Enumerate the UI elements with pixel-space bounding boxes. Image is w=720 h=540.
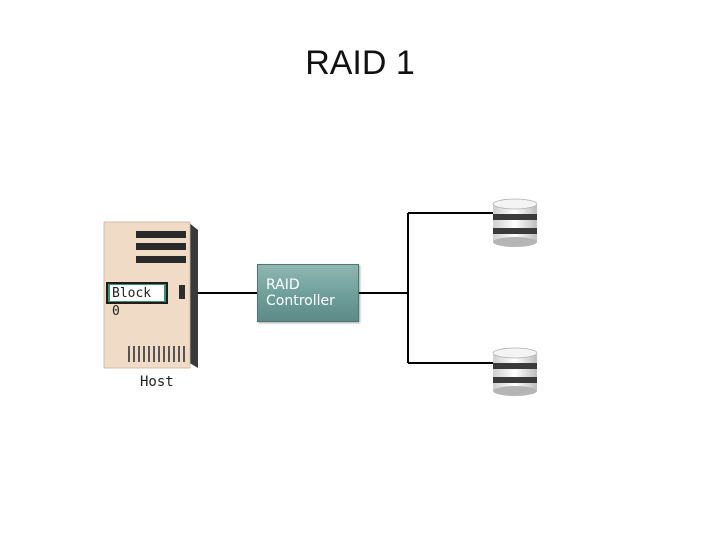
diagram-title: RAID 1 bbox=[305, 44, 415, 82]
raid-controller-text: RAID Controller bbox=[266, 277, 335, 309]
block-0-label: Block 0 bbox=[106, 282, 168, 319]
raid-controller-line-2: Controller bbox=[266, 293, 335, 309]
host-label: Host bbox=[140, 374, 174, 390]
raid-controller-line-1: RAID bbox=[266, 277, 300, 293]
raid-controller-box: RAID Controller bbox=[257, 264, 359, 322]
disk-1-icon bbox=[492, 198, 538, 247]
disk-2-icon bbox=[492, 347, 538, 396]
block-0-text: Block 0 bbox=[110, 285, 164, 319]
connection-lines bbox=[196, 212, 496, 364]
